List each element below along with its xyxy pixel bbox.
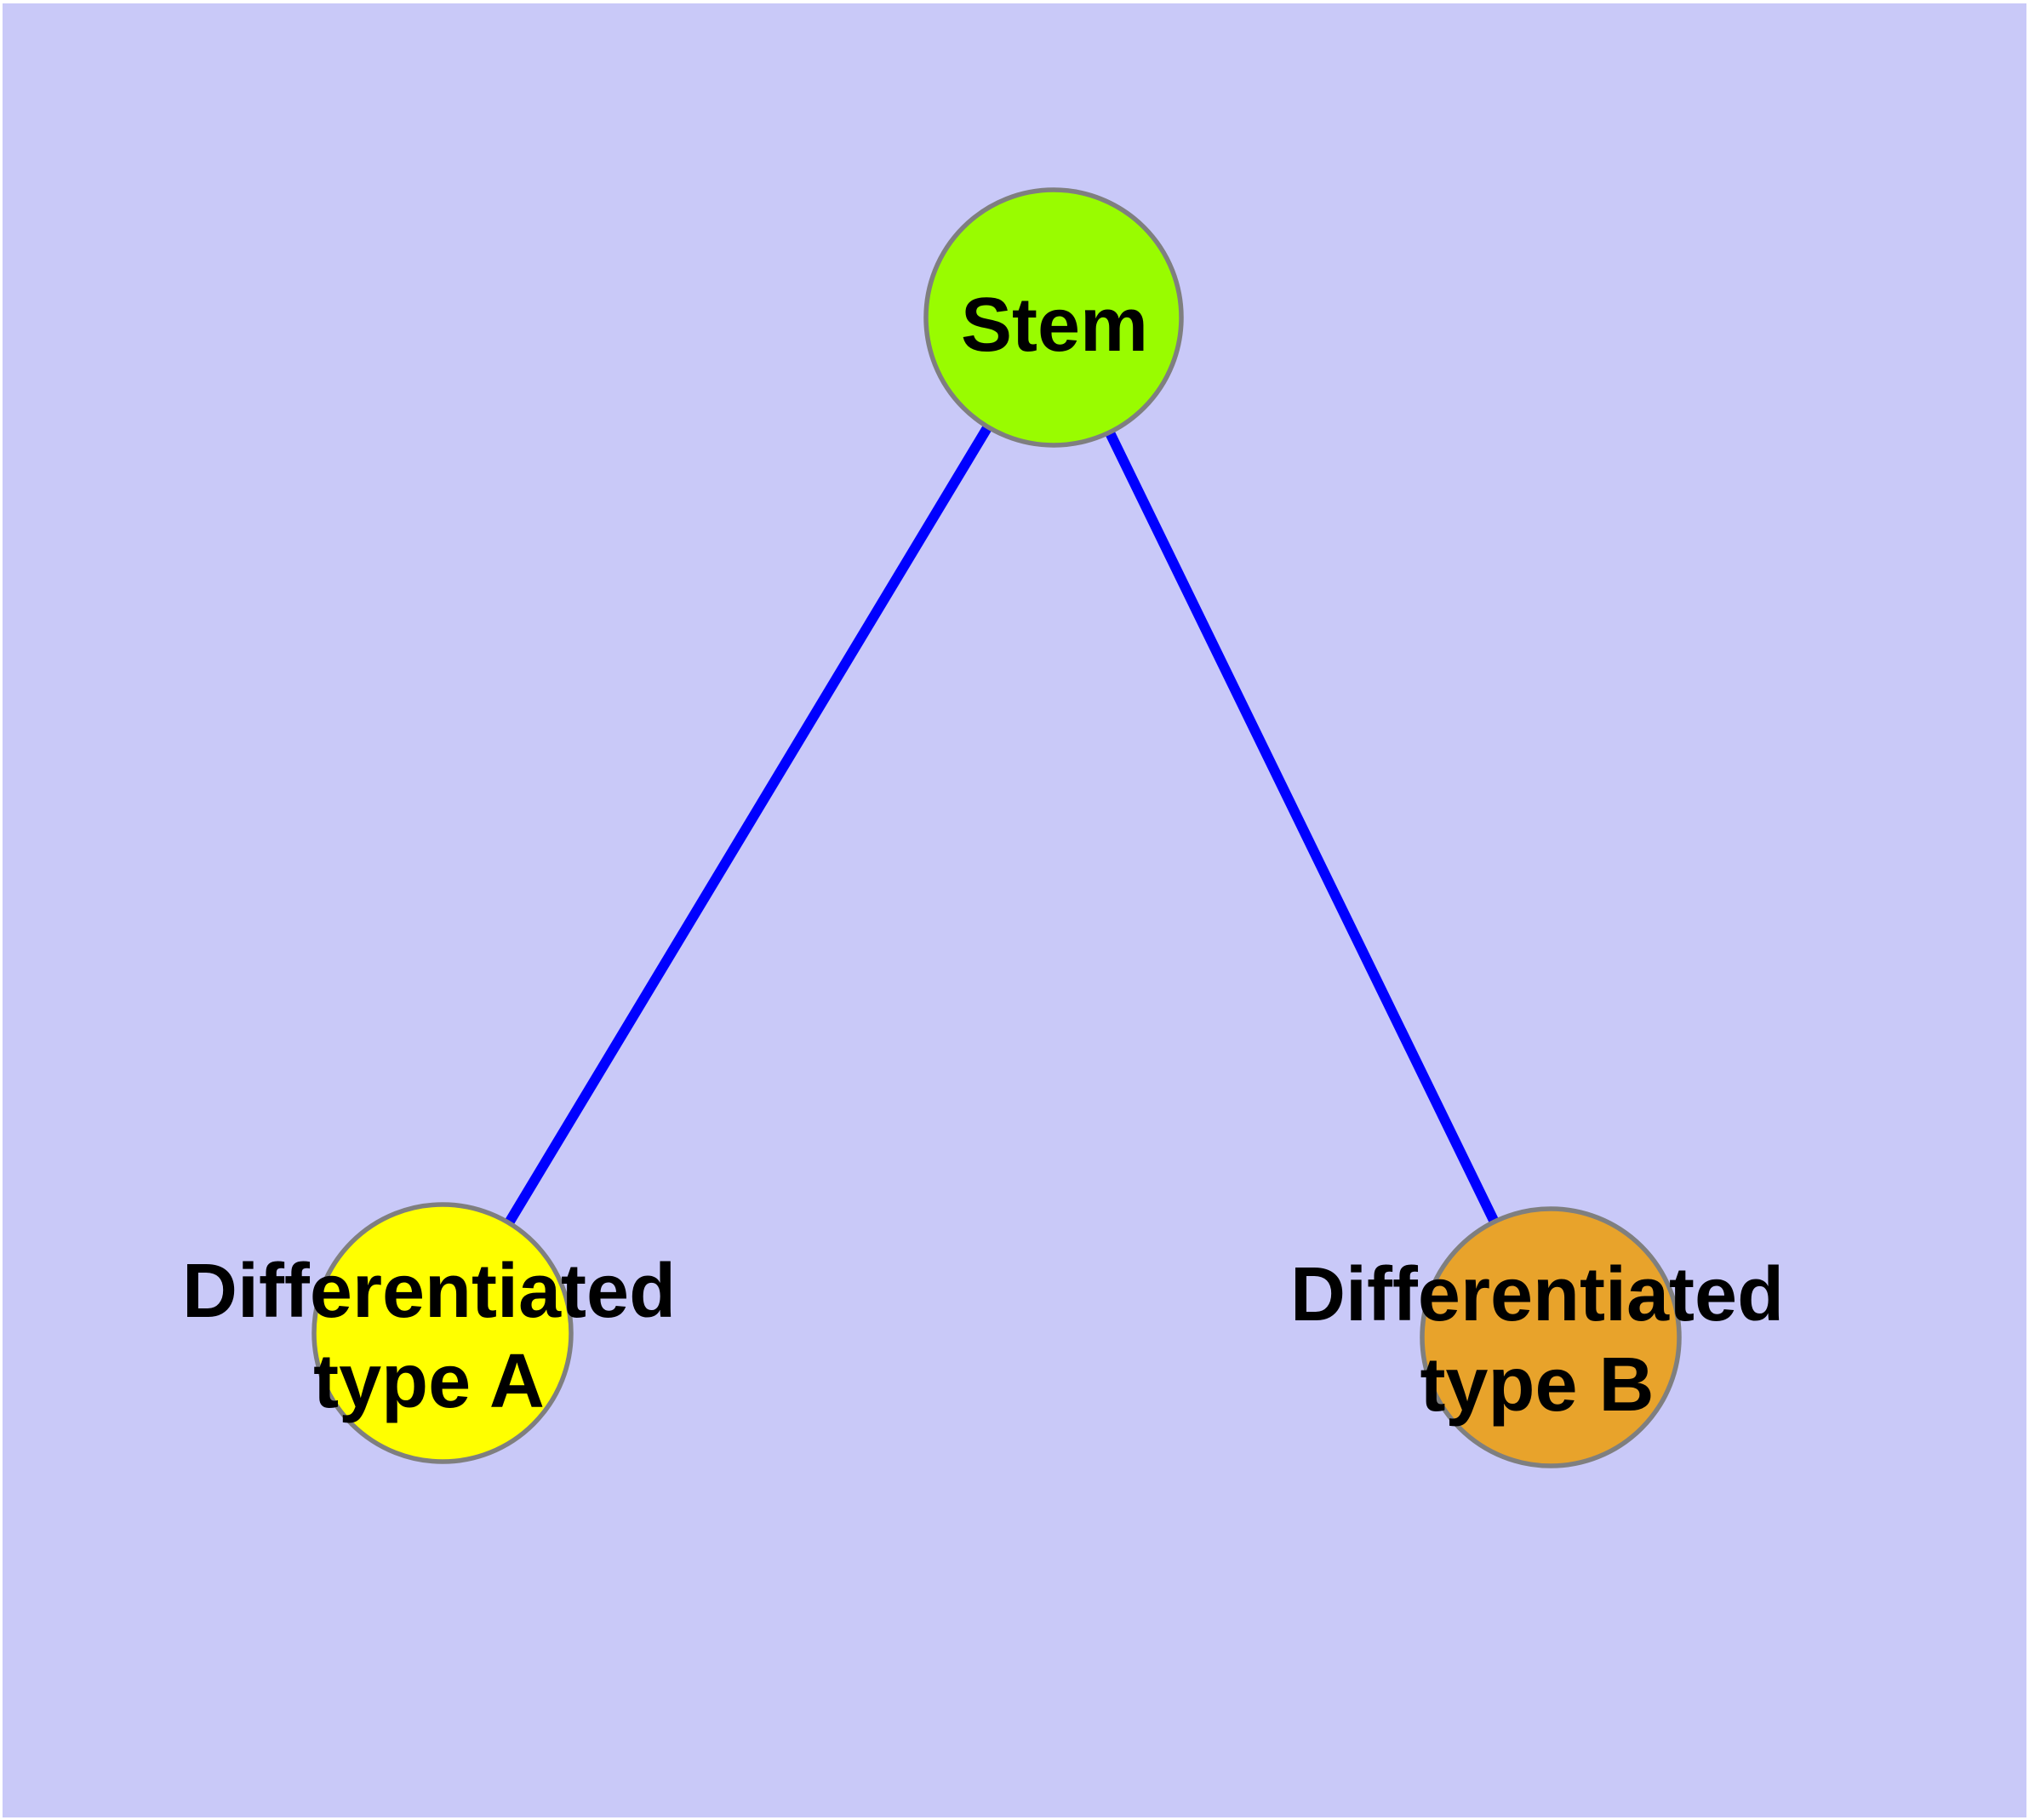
node-type-a-label: Differentiated type A xyxy=(182,1246,676,1427)
node-type-a-label-line2: type A xyxy=(313,1339,545,1424)
plot-background: Stem Differentiated type A Differentiate… xyxy=(3,3,2026,1817)
node-type-b-label-line2: type B xyxy=(1420,1342,1655,1428)
node-type-b-label: Differentiated type B xyxy=(1290,1250,1784,1430)
node-stem-label: Stem xyxy=(961,280,1148,370)
edge-stem-to-type-a xyxy=(437,314,1059,1336)
node-stem-label-line: Stem xyxy=(960,283,1149,368)
graph-svg xyxy=(311,187,1682,1468)
node-stem-circle xyxy=(923,187,1184,448)
node-type-a-label-line1: Differentiated xyxy=(181,1249,677,1334)
node-type-b-circle xyxy=(1420,1206,1682,1468)
node-type-b-label-line1: Differentiated xyxy=(1289,1252,1785,1337)
edge-stem-to-type-b xyxy=(1049,315,1556,1340)
node-type-a-circle xyxy=(311,1202,574,1464)
